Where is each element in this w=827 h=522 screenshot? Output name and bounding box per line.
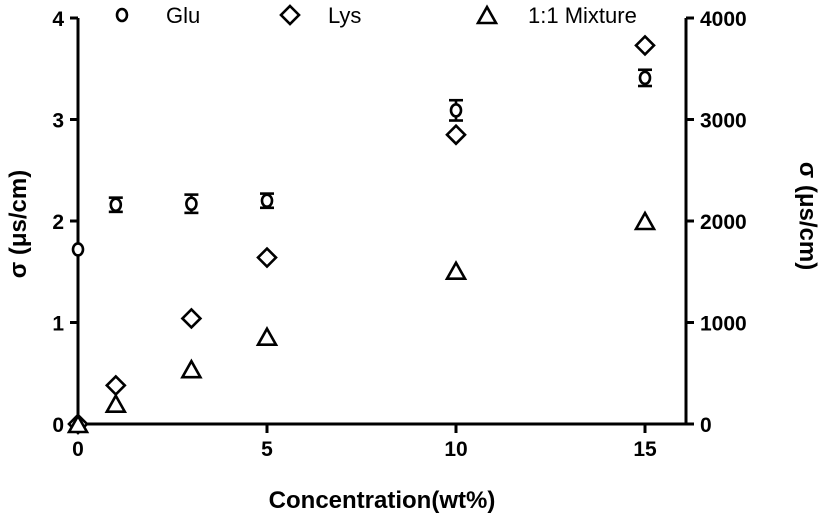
y-right-tick-label: 0 bbox=[700, 414, 712, 437]
x-axis-title: Concentration(wt%) bbox=[269, 487, 496, 514]
x-tick-label: 10 bbox=[444, 438, 467, 461]
data-point-1-1-mixture bbox=[255, 326, 279, 347]
legend-label-glu: Glu bbox=[166, 3, 200, 28]
data-point-lys bbox=[445, 123, 467, 146]
y-right-tick-label: 1000 bbox=[700, 313, 747, 336]
data-point-glu bbox=[185, 196, 198, 212]
data-point-lys bbox=[634, 34, 656, 57]
data-point-glu bbox=[638, 70, 652, 86]
legend-label-1-1-mixture: 1:1 Mixture bbox=[528, 3, 637, 28]
data-point-1-1-mixture bbox=[104, 393, 128, 414]
y-left-tick-label: 4 bbox=[52, 8, 64, 31]
y-axis-left-title: σ (μs/cm) bbox=[5, 170, 32, 278]
x-tick-label: 0 bbox=[72, 438, 84, 461]
y-right-tick-label: 2000 bbox=[700, 211, 747, 234]
legend: Glu Lys 1:1 Mixture bbox=[115, 3, 637, 28]
data-point-lys bbox=[104, 374, 127, 397]
y-left-tick-label: 1 bbox=[52, 313, 64, 336]
data-point-glu bbox=[260, 193, 274, 208]
legend-marker-1-1-mixture bbox=[475, 4, 499, 25]
data-point-1-1-mixture bbox=[633, 210, 657, 231]
x-tick-label: 15 bbox=[633, 438, 657, 461]
data-point-lys bbox=[180, 307, 203, 330]
series-1-1-mixture bbox=[66, 210, 657, 434]
y-right-tick-label: 3000 bbox=[700, 110, 747, 133]
y-right-tick-label: 4000 bbox=[700, 8, 747, 31]
data-point-lys bbox=[256, 246, 278, 269]
data-point-glu bbox=[449, 103, 463, 118]
data-point-1-1-mixture bbox=[180, 358, 203, 379]
data-point-glu bbox=[109, 197, 123, 213]
y-left-tick-label: 0 bbox=[52, 414, 64, 437]
legend-marker-lys bbox=[279, 4, 301, 26]
series-lys bbox=[67, 34, 656, 435]
y-left-tick-label: 2 bbox=[52, 211, 64, 234]
x-tick-label: 5 bbox=[261, 438, 273, 461]
data-marks bbox=[66, 34, 657, 435]
y-axis-right-title: σ (μs/cm) bbox=[794, 162, 821, 270]
data-point-1-1-mixture bbox=[66, 413, 90, 434]
legend-marker-glu bbox=[115, 7, 129, 23]
legend-label-lys: Lys bbox=[328, 3, 361, 28]
data-point-1-1-mixture bbox=[444, 260, 468, 281]
y-left-tick-label: 3 bbox=[52, 110, 64, 133]
series-glu bbox=[71, 68, 652, 257]
data-point-glu bbox=[71, 242, 85, 257]
